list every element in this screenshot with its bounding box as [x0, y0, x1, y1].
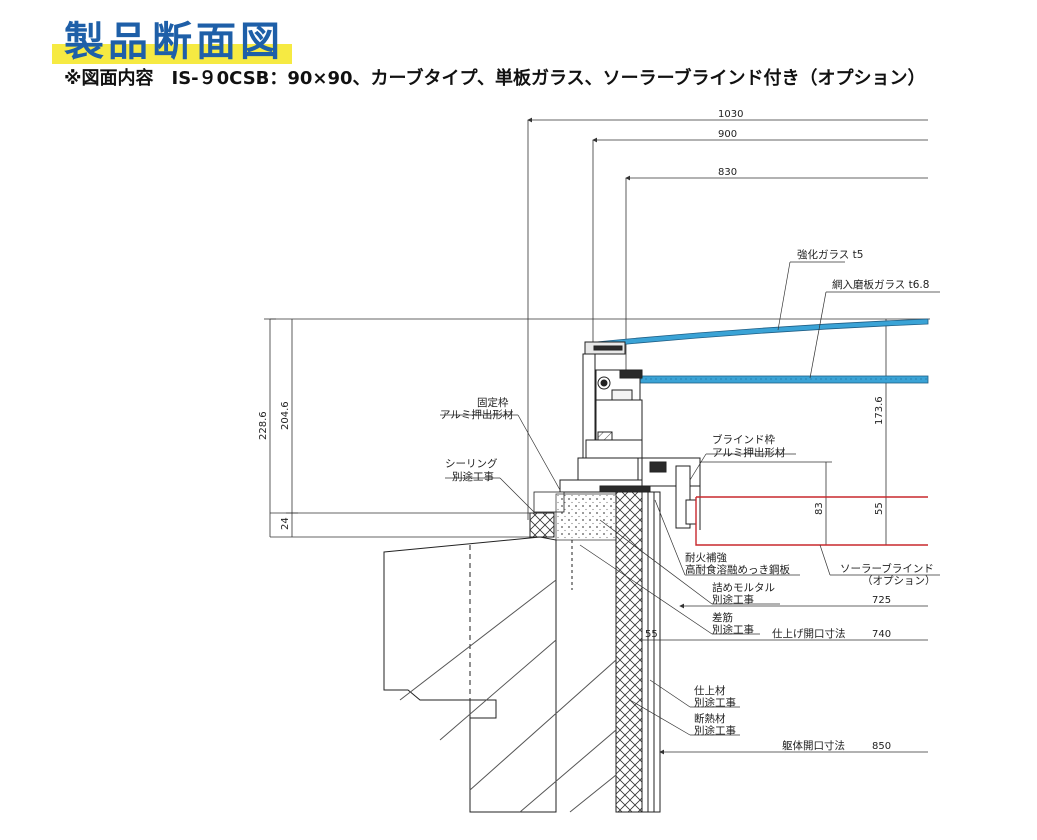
label-insulation: 断熱材 [694, 712, 726, 725]
label-finish-opening: 仕上げ開口寸法 [772, 627, 846, 640]
label-mortar-note: 別途工事 [712, 593, 754, 606]
title-highlight [52, 44, 292, 64]
label-blind-frame: ブラインド枠 [712, 433, 775, 446]
solar-blind [695, 496, 928, 546]
dim-55-right: 55 [874, 502, 885, 515]
dim-55: 55 [645, 629, 658, 640]
blind-frame-profile [641, 457, 701, 530]
leader-lines [440, 261, 940, 736]
label-sealing: シーリング [445, 457, 498, 470]
dim-24: 24 [280, 517, 291, 530]
tempered-glass [595, 318, 929, 348]
filler-mortar [555, 493, 617, 541]
label-body-opening: 躯体開口寸法 [782, 739, 845, 752]
bottom-dimension-lines [640, 603, 928, 755]
dim-830: 830 [718, 167, 737, 178]
dim-173-6: 173.6 [874, 396, 885, 425]
label-blind-frame-material: アルミ押出形材 [712, 446, 786, 459]
wall-column [615, 491, 661, 813]
page-subtitle: ※図面内容 IS-９0CSB：90×90、カーブタイプ、単板ガラス、ソーラーブラ… [64, 68, 926, 89]
dim-900: 900 [718, 129, 737, 140]
dim-850: 850 [872, 741, 891, 752]
top-dimension-lines [527, 117, 928, 520]
dim-1030: 1030 [718, 109, 743, 120]
dim-725: 725 [872, 595, 891, 606]
label-fire-material: 高耐食溶融めっき鋼板 [685, 563, 790, 576]
sealing [529, 512, 555, 538]
label-wired-glass: 網入磨板ガラス t6.8 [832, 278, 929, 291]
dim-204-6: 204.6 [280, 401, 291, 430]
left-dimension-lines [264, 318, 930, 538]
dim-83: 83 [814, 502, 825, 515]
label-solar-blind: ソーラーブラインド [840, 562, 934, 575]
label-fire-reinforcement: 耐火補強 [685, 551, 727, 564]
wired-glass [619, 375, 929, 384]
label-insulation-note: 別途工事 [694, 724, 736, 737]
label-finish-note: 別途工事 [694, 696, 736, 709]
label-rebar: 差筋 [712, 611, 733, 624]
label-tempered-glass: 強化ガラス t5 [797, 248, 863, 261]
fixed-frame-profile [559, 341, 651, 493]
label-fixed-frame: 固定枠 [477, 396, 509, 409]
page-title: 製品断面図 [64, 19, 284, 65]
dim-740: 740 [872, 629, 891, 640]
dim-228-6: 228.6 [258, 411, 269, 440]
label-fixed-frame-material: アルミ押出形材 [440, 408, 514, 421]
label-mortar: 詰めモルタル [712, 581, 775, 594]
concrete-eave [383, 536, 617, 813]
label-solar-blind-option: （オプション） [862, 575, 936, 587]
label-sealing-note: 別途工事 [452, 470, 494, 483]
label-rebar-note: 別途工事 [712, 623, 754, 636]
right-dimension-lines [700, 319, 892, 546]
label-finish-material: 仕上材 [694, 684, 726, 697]
